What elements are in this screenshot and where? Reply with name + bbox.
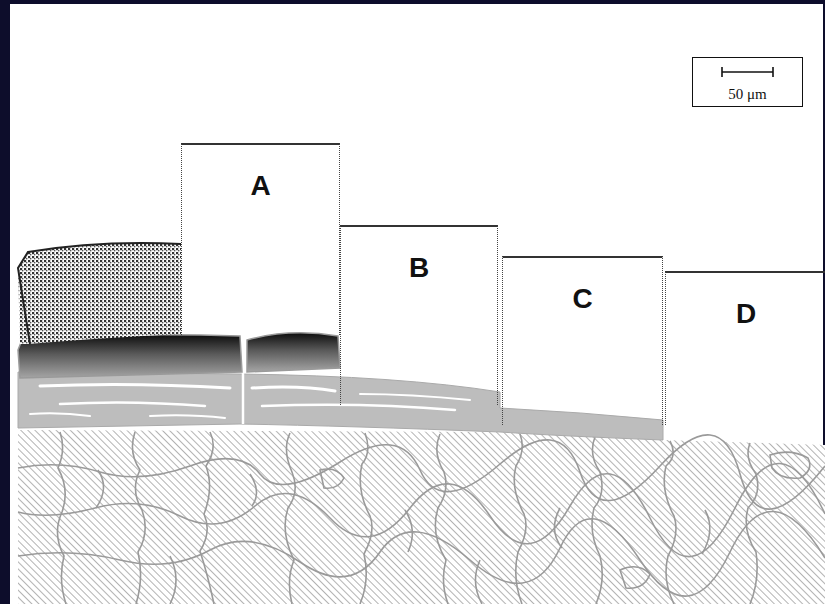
region-box: A bbox=[181, 143, 340, 335]
region-box: D bbox=[665, 271, 825, 425]
region-label: D bbox=[666, 299, 825, 329]
frame-edge bbox=[0, 0, 10, 604]
stippled-deposit bbox=[18, 243, 181, 344]
frame-edge bbox=[0, 0, 825, 4]
scale-bar bbox=[722, 67, 773, 77]
deposit-outline bbox=[18, 243, 181, 344]
layer-streaks bbox=[30, 384, 470, 418]
region-label: B bbox=[341, 253, 497, 283]
dark-layer bbox=[247, 333, 340, 372]
cell-layer bbox=[18, 430, 825, 604]
layer-crack bbox=[242, 340, 245, 424]
region-box: C bbox=[502, 256, 663, 425]
cell-outlines bbox=[18, 432, 825, 604]
scale-label: 50 μm bbox=[693, 86, 802, 102]
scale-box: 50 μm bbox=[692, 57, 803, 107]
region-label: A bbox=[182, 171, 339, 201]
region-box: B bbox=[340, 225, 498, 405]
region-label: C bbox=[503, 284, 662, 314]
